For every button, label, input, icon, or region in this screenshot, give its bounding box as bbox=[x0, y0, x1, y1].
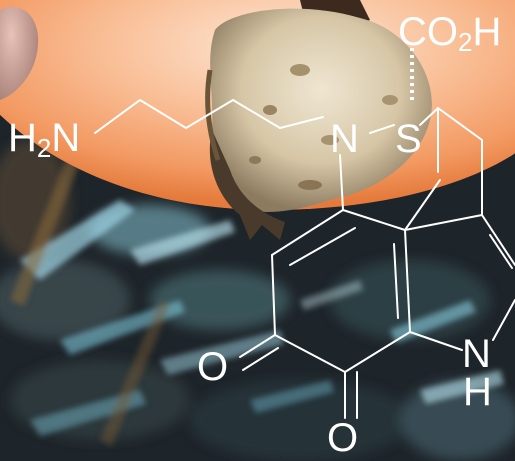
molecule-bonds bbox=[94, 99, 515, 419]
indole-hydrogen-label: H bbox=[463, 370, 492, 414]
rock-specimen bbox=[205, 0, 432, 240]
indole-nitrogen-label: N bbox=[462, 332, 491, 376]
bottom-oxygen-label: O bbox=[327, 416, 359, 460]
ring-nitrogen-label: N bbox=[330, 117, 359, 161]
amine-group-label: H2N bbox=[8, 116, 81, 163]
left-oxygen-label: O bbox=[197, 345, 229, 389]
sulfur-label: S bbox=[395, 117, 422, 161]
finger-shape bbox=[0, 6, 39, 100]
carboxyl-group-label: CO2H bbox=[398, 10, 502, 57]
